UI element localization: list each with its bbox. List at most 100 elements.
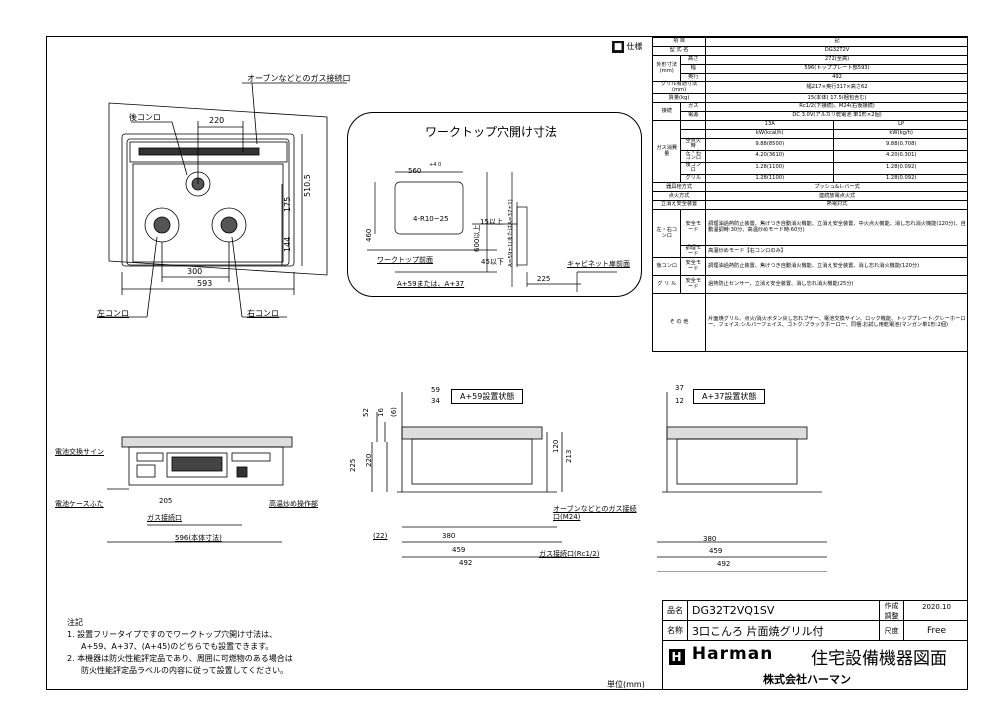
- spec-rear-safe-mode: 安全モード: [680, 257, 707, 276]
- top-view: [97, 82, 347, 318]
- spec-lr-label: 左・右コンロ: [651, 209, 682, 258]
- side59-22: (22): [373, 532, 388, 540]
- spec-gas-value: Rc1/2(下接続)、M24(右後接続): [705, 102, 967, 113]
- spec-gas-label: ガス: [680, 102, 707, 113]
- side-view-59: [371, 392, 563, 558]
- side59-16: 16: [377, 408, 385, 417]
- section-marker-icon: ■: [612, 41, 624, 53]
- spec-row-13a: 1.28(1100): [705, 173, 835, 184]
- cutout-600: 600以上: [473, 224, 481, 252]
- cabinet-label: キャビネット扉前面: [567, 260, 630, 268]
- side59-oven-gas: オーブンなどとのガス接続口(M24): [553, 505, 643, 522]
- spec-safety-label: 立消え安全装置: [651, 200, 707, 211]
- side37-title: A+37設置状態: [693, 389, 766, 404]
- spec-row-name: 左・右コンロ: [680, 149, 707, 163]
- right-burner-label: 右コンロ: [247, 309, 279, 318]
- side59-title: A+59設置状態: [451, 389, 524, 404]
- side37-492: 492: [717, 560, 731, 568]
- dim-596: 596(本体寸法): [175, 534, 222, 542]
- spec-weight-value: 15(本体) 17.5(梱包含む): [705, 93, 967, 104]
- side37-380: 380: [703, 535, 717, 543]
- spec-fixture-value: プッシュ&レバー式: [705, 182, 967, 193]
- drawing-sheet: オーブンなどとのガス接続口 後コンロ 220 510.5 175 144 300…: [46, 36, 968, 690]
- spec-row-name: 全点火時: [680, 137, 707, 151]
- cutout-a-note: A+59または、A+37: [397, 280, 465, 288]
- cutout-a59: A=59±1(またはA=37±1): [508, 199, 514, 267]
- tb-row-meisho: 名称 3口こんろ 片面焼グリル付 尺度 Free: [663, 621, 967, 641]
- notes-line1: 1. 設置フリータイプですのでワークトップ穴開け寸法は、: [67, 630, 278, 639]
- side59-220: 220: [365, 453, 373, 467]
- tb-sakusei-label: 作成: [884, 601, 899, 610]
- side59-6: (6): [390, 407, 398, 417]
- cutout-h460: 460: [365, 228, 373, 242]
- side37-37: 37: [675, 384, 684, 392]
- gas-conn-label: ガス接続口: [147, 514, 182, 522]
- spec-section-text: 仕様: [626, 42, 643, 51]
- side59-34: 34: [431, 397, 440, 405]
- dim-300: 300: [187, 267, 203, 276]
- spec-row-lp: 1.28(0.092): [833, 173, 967, 184]
- side59-380: 380: [442, 532, 456, 540]
- spec-col-13a: 13A: [705, 120, 835, 130]
- spec-grill-safe-mode: 安全モード: [680, 275, 707, 294]
- cutout-drawing: [367, 171, 617, 292]
- title-block: 品名 DG32T2VQ1SV 作成 調整 2020.10 名称 3口こんろ 片面…: [662, 600, 967, 689]
- spec-other-label: そ の 他: [651, 293, 707, 352]
- spec-row-lp: 1.28(0.092): [833, 161, 967, 175]
- tb-sakusei: 作成 調整: [880, 601, 904, 620]
- notes-line4: 防火性能評定品ラベルの内容に従って設置してください。: [81, 666, 289, 675]
- rear-burner-label: 後コンロ: [129, 113, 161, 122]
- spec-row-lp: 4.20(0.301): [833, 149, 967, 163]
- side37-12: 12: [675, 397, 684, 405]
- brand-logo-icon: H: [669, 649, 685, 665]
- spec-height-label: 高さ: [680, 54, 707, 65]
- front-view: [107, 436, 293, 543]
- spec-row-lp: 9.88(0.708): [833, 137, 967, 151]
- tb-hinmei-value: DG32T2VQ1SV: [688, 601, 880, 620]
- side37-459: 459: [709, 547, 723, 555]
- dim-220: 220: [209, 116, 225, 125]
- spec-ignition-value: 連続放電点火式: [705, 191, 967, 202]
- cutout-15: 15以上: [480, 218, 503, 226]
- left-burner-label: 左コンロ: [97, 309, 129, 318]
- tb-drawing-title: 住宅設備機器図面: [811, 649, 947, 669]
- tb-row-hinmei: 品名 DG32T2VQ1SV 作成 調整 2020.10: [663, 601, 967, 621]
- spec-ignition-label: 点火方式: [651, 191, 707, 202]
- high-temp-label: 高温炒め操作部: [269, 500, 318, 508]
- spec-grill-row-label: グ リ ル: [651, 275, 682, 294]
- spec-safety-value: 熱電対式: [705, 200, 967, 211]
- spec-model-value: DG32T2V: [705, 45, 967, 56]
- side59-225: 225: [349, 458, 357, 472]
- spec-row-13a: 9.88(8500): [705, 137, 835, 151]
- side59-52: 52: [362, 408, 370, 417]
- dim-144: 144: [283, 236, 292, 252]
- dim-175: 175: [283, 196, 292, 212]
- cutout-225: 225: [537, 275, 551, 283]
- tb-brand-text: Harman: [691, 644, 774, 664]
- spec-power-label: 電源: [680, 111, 707, 122]
- cutout-w560: 560: [408, 167, 422, 175]
- side59-492: 492: [459, 559, 473, 567]
- tb-meisho-label: 名称: [663, 621, 688, 640]
- dim-593: 593: [197, 279, 213, 288]
- spec-width-label: 幅: [680, 63, 707, 74]
- side59-oven-gas-text: オーブンなどとのガス接続口(M24): [553, 505, 637, 522]
- side59-120: 120: [552, 439, 560, 453]
- spec-outer-label: 外形寸法(mm): [651, 54, 682, 83]
- side59-459: 459: [452, 546, 466, 554]
- spec-weight-label: 質量(kg): [651, 93, 707, 104]
- tb-meisho-value: 3口こんろ 片面焼グリル付: [688, 621, 880, 640]
- tb-row-brand: H Harman 住宅設備機器図面: [663, 641, 967, 669]
- spec-conn-label: 接続: [651, 102, 682, 122]
- spec-depth-value: 492: [705, 72, 967, 83]
- spec-height-value: 272(全高): [705, 54, 967, 65]
- spec-power-value: DC 3.0V(アルカリ乾電池 単1形×2個): [705, 111, 967, 122]
- spec-head-value: 記: [705, 37, 967, 47]
- spec-grill-value: 幅217×奥行317×高さ62: [705, 81, 967, 95]
- cutout-panel: [347, 112, 642, 297]
- tb-chosei-label: 調整: [884, 611, 899, 620]
- cutout-front-label: ワークトップ前面: [377, 256, 433, 264]
- spec-row-name: 後コンロ: [680, 161, 707, 175]
